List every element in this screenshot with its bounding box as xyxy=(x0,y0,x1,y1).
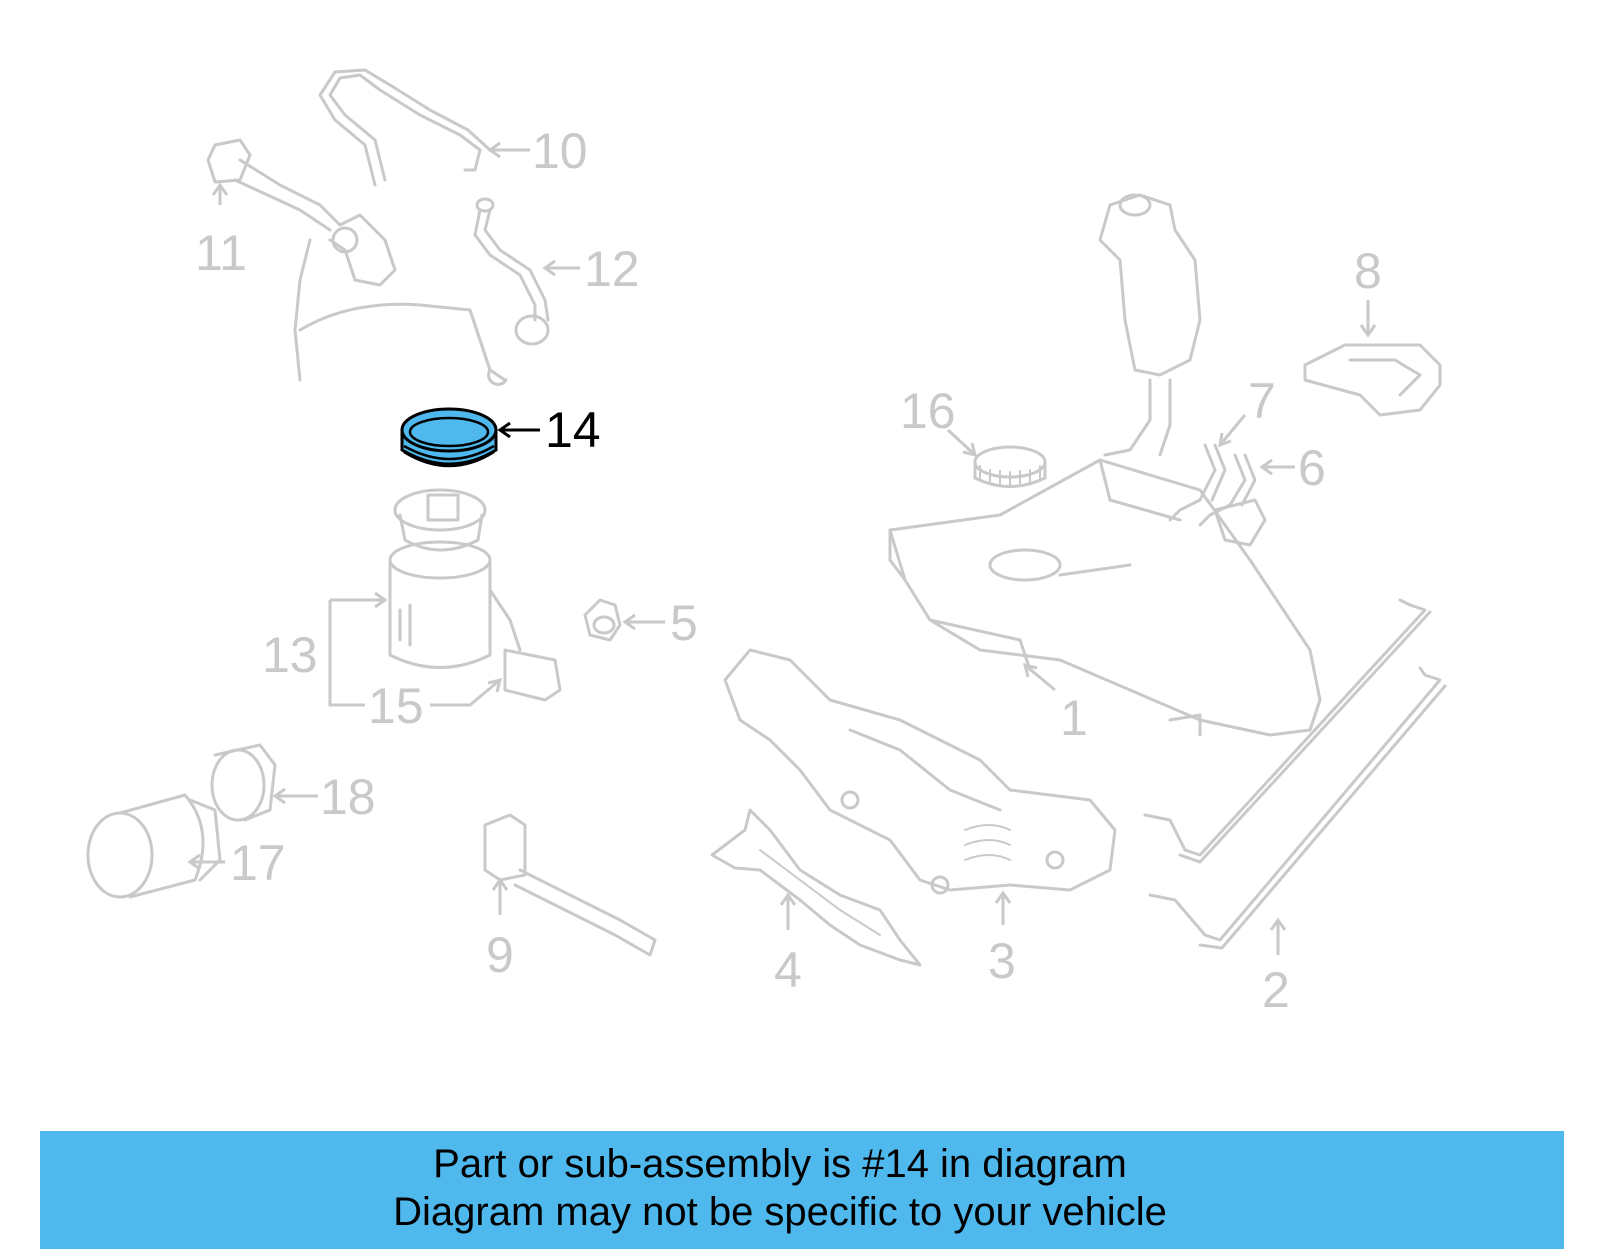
callout-15: 15 xyxy=(368,678,424,734)
banner-disclaimer: Diagram may not be specific to your vehi… xyxy=(393,1190,1167,1234)
part-16-cap xyxy=(973,445,1047,488)
part-13-fuel-pump xyxy=(388,488,562,702)
part-10-hose xyxy=(318,68,492,187)
part-5-grommet xyxy=(583,598,622,642)
callout-10: 10 xyxy=(532,123,588,179)
callout-9: 9 xyxy=(486,927,514,983)
callout-8: 8 xyxy=(1354,243,1382,299)
callout-4: 4 xyxy=(774,942,802,998)
callout-6: 6 xyxy=(1298,440,1326,496)
callout-1: 1 xyxy=(1060,690,1088,746)
part-11-vent-line xyxy=(206,138,508,386)
part-12-hose xyxy=(473,197,550,346)
callout-16: 16 xyxy=(900,383,956,439)
banner-part-note: Part or sub-assembly is #14 in diagram xyxy=(433,1142,1127,1186)
part-4-bracket xyxy=(710,808,922,967)
callout-2: 2 xyxy=(1262,962,1290,1018)
callout-12: 12 xyxy=(584,241,640,297)
callout-18: 18 xyxy=(320,769,376,825)
part-14-seal-ring xyxy=(400,407,498,468)
part-8-shield xyxy=(1303,343,1442,417)
part-9-sender xyxy=(483,813,657,957)
filler-neck xyxy=(1098,193,1202,457)
part-1-fuel-tank xyxy=(888,458,1322,737)
callout-14: 14 xyxy=(545,402,601,458)
info-banner: Part or sub-assembly is #14 in diagram D… xyxy=(40,1131,1564,1249)
leader-lines xyxy=(187,141,1377,955)
parts-diagram: 11 10 12 14 13 15 5 16 7 6 8 1 3 4 2 9 1… xyxy=(86,68,1447,1018)
callout-11: 11 xyxy=(195,225,247,281)
callout-3: 3 xyxy=(988,933,1016,989)
part-2-straps xyxy=(1143,598,1447,950)
part-6-7-fittings xyxy=(1168,443,1267,547)
part-17-filter xyxy=(86,793,222,899)
callout-7: 7 xyxy=(1248,373,1276,429)
callout-5: 5 xyxy=(670,595,698,651)
callout-13: 13 xyxy=(262,627,318,683)
callout-labels: 11 10 12 14 13 15 5 16 7 6 8 1 3 4 2 9 1… xyxy=(195,123,1382,1018)
callout-17: 17 xyxy=(230,835,286,891)
part-3-heat-shield xyxy=(723,648,1117,895)
part-18-clamp xyxy=(210,743,277,822)
